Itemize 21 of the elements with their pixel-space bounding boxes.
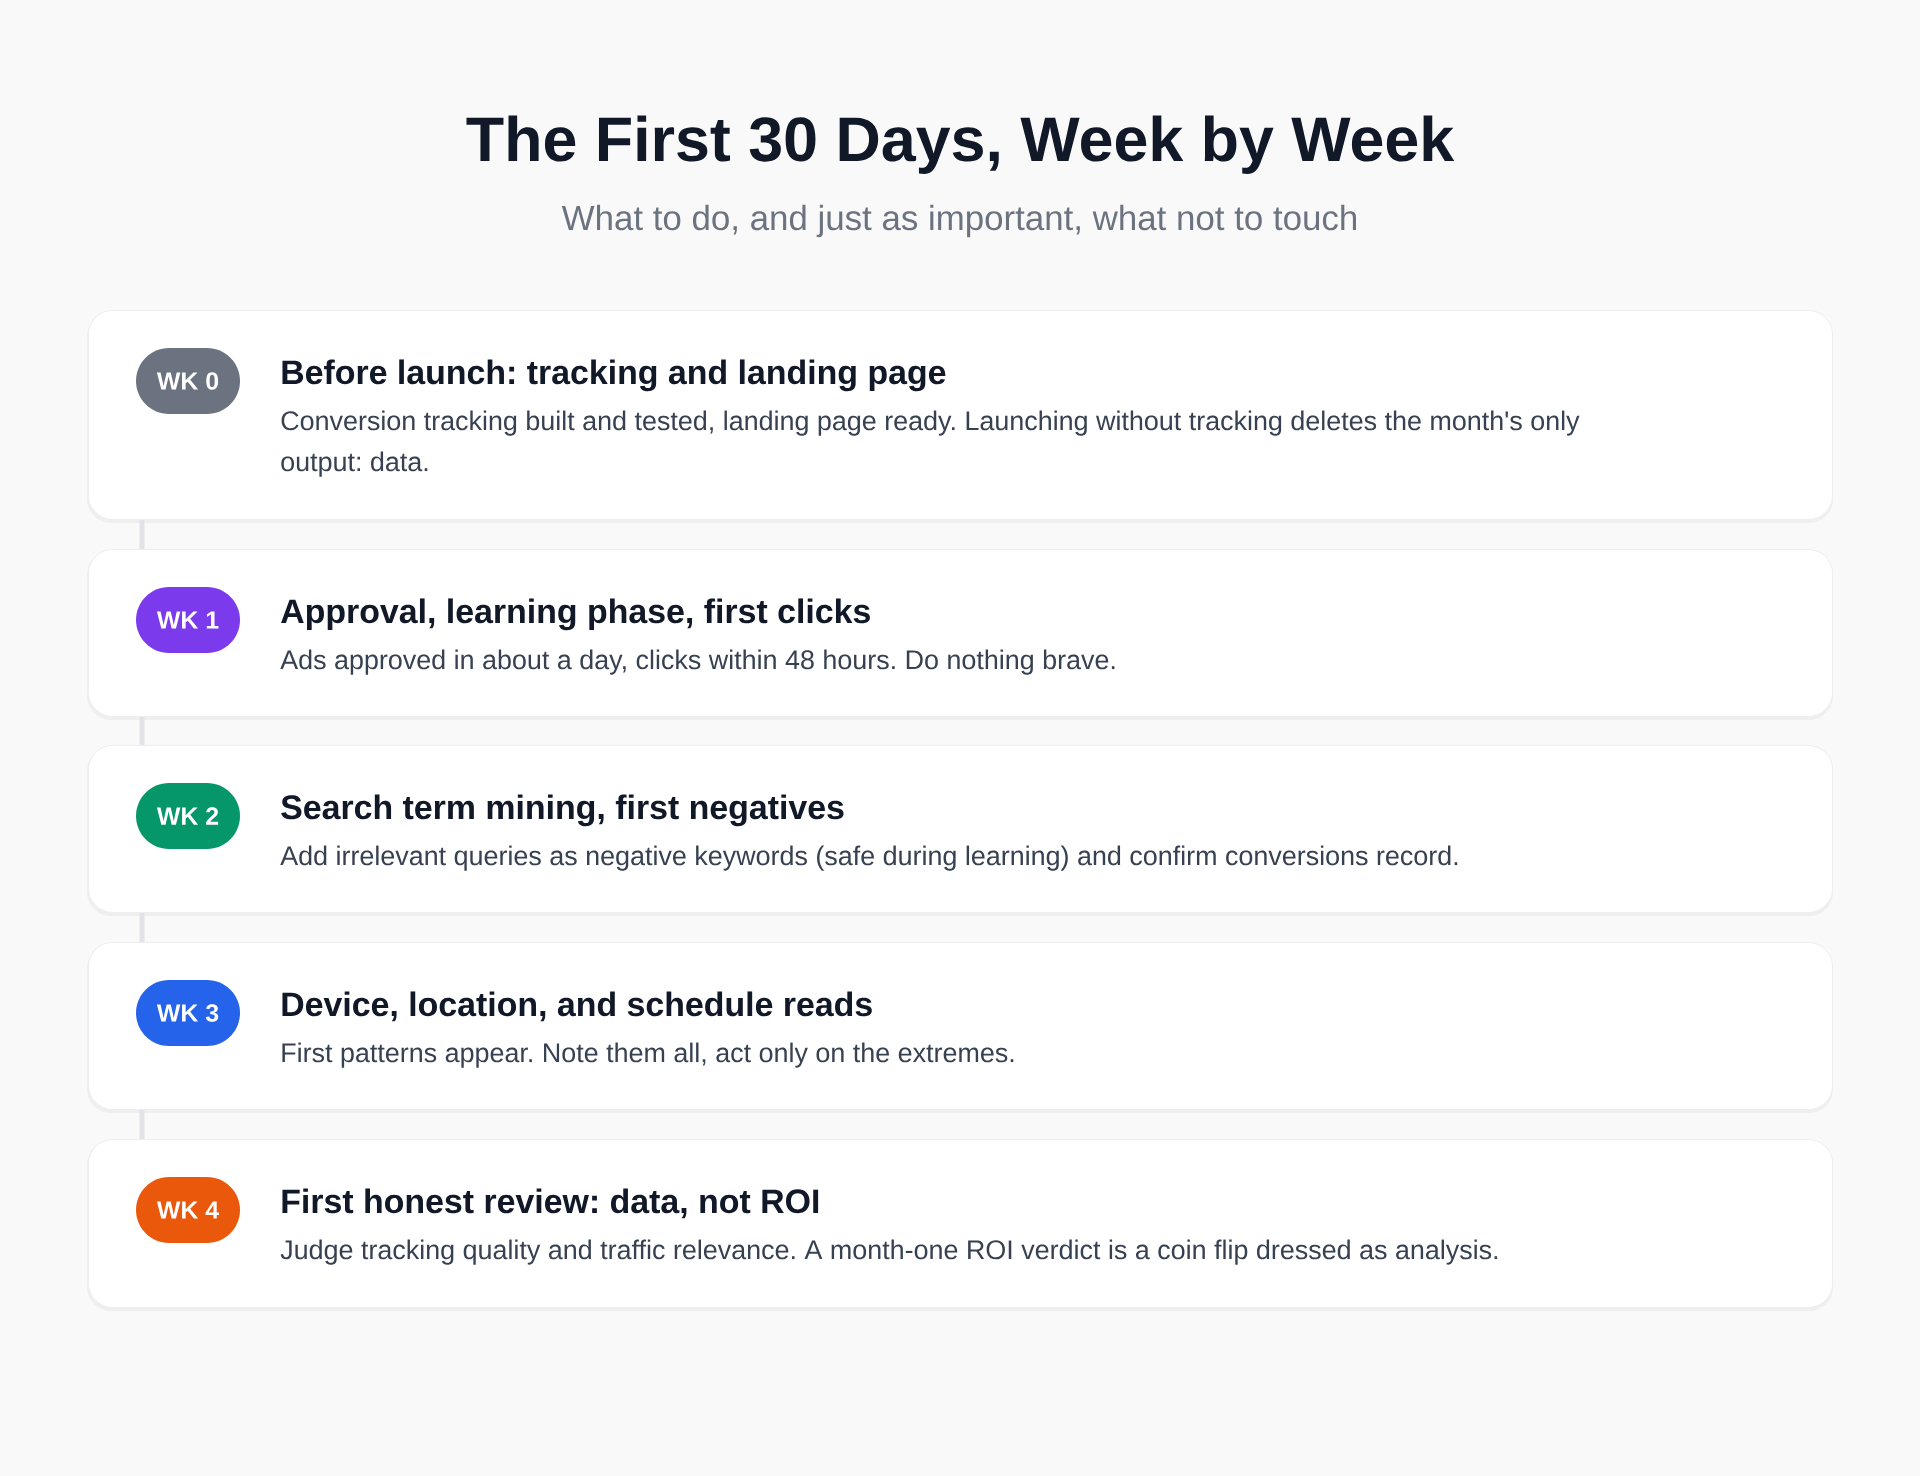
subtitle: What to do, and just as important, what not to touch xyxy=(561,204,1356,238)
week-badge: WK 0 xyxy=(136,348,240,414)
title: The First 30 Days, Week by Week xyxy=(466,115,1455,174)
card-heading: Approval, learning phase, first clicks xyxy=(281,598,870,631)
week-badge: WK 2 xyxy=(136,783,240,849)
week-badge: WK 1 xyxy=(136,587,240,653)
card-text: Conversion tracking built and tested, landing page ready. Launching without tracking deletes the month's only output: data. xyxy=(281,410,1580,477)
week-badge: WK 4 xyxy=(136,1177,240,1243)
week-badge: WK 3 xyxy=(136,980,240,1046)
card-text: First patterns appear. Note them all, act only on the extremes. xyxy=(282,1042,1014,1068)
card-heading: Device, location, and schedule reads xyxy=(282,991,872,1022)
card-text: Ads approved in about a day, clicks within 48 hours. Do nothing brave. xyxy=(280,649,1115,675)
card-text: Add irrelevant queries as negative keywords (safe during learning) and confirm conversions record. xyxy=(280,845,1458,871)
card-text: Judge tracking quality and traffic relevance. A month-one ROI verdict is a coin flip dressed as analysis. xyxy=(280,1239,1498,1265)
connector-line xyxy=(139,1110,145,1139)
card-heading: Before launch: tracking and landing page xyxy=(282,359,946,392)
card-heading: Search term mining, first negatives xyxy=(281,794,844,827)
connector-line xyxy=(139,717,145,745)
card-heading: First honest review: data, not ROI xyxy=(282,1188,819,1219)
connector-line xyxy=(139,520,145,549)
connector-line xyxy=(139,913,145,942)
